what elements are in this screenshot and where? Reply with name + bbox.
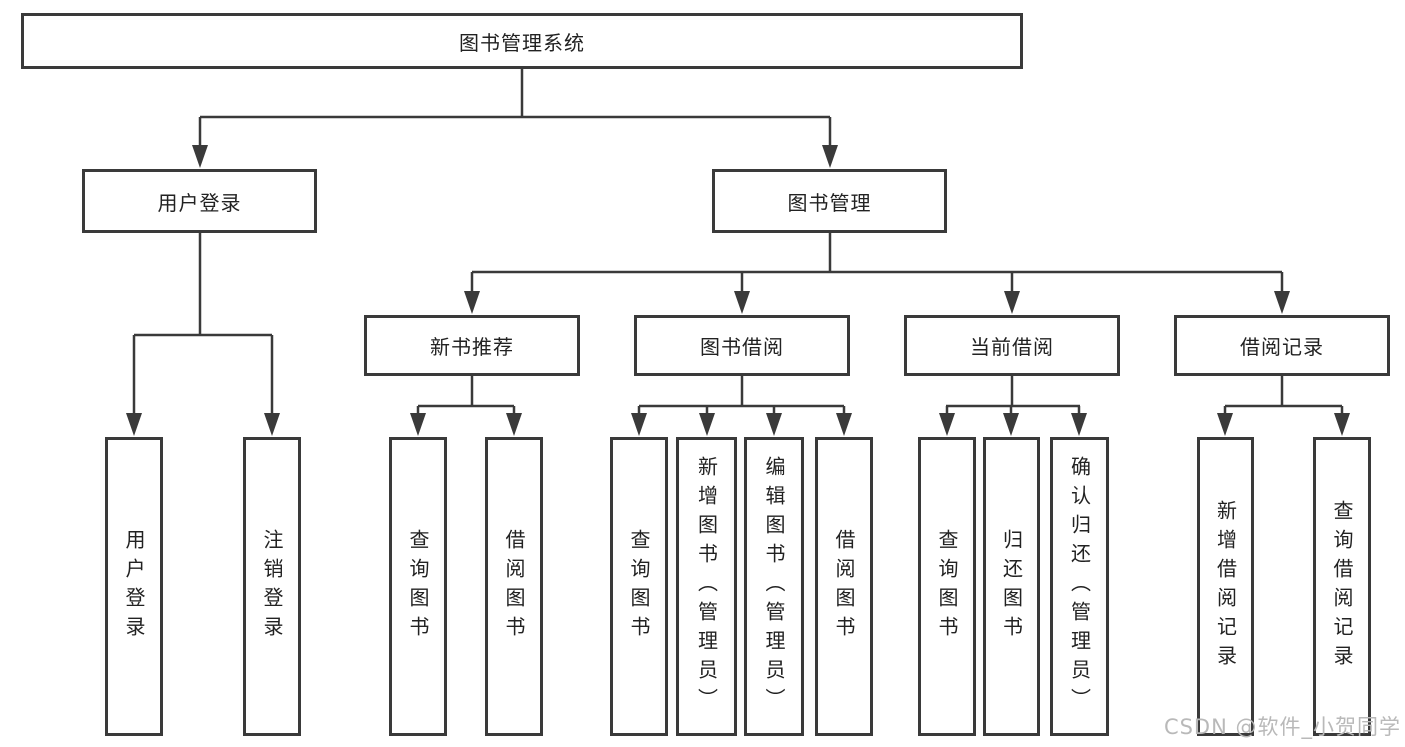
node-br-query-record: 查询借阅记录 <box>1313 437 1371 736</box>
node-nb-borrow-books: 借阅图书 <box>485 437 543 736</box>
node-root: 图书管理系统 <box>21 13 1023 69</box>
node-login-label: 用户登录 <box>122 528 146 645</box>
node-book-mgmt: 图书管理 <box>712 169 947 233</box>
node-book-mgmt-label: 图书管理 <box>787 190 872 215</box>
node-cb-return-books: 归还图书 <box>983 437 1040 736</box>
node-logout-label: 注销登录 <box>260 528 284 645</box>
node-logout: 注销登录 <box>243 437 301 736</box>
node-bb-query-books: 查询图书 <box>610 437 668 736</box>
node-cb-return-books-label: 归还图书 <box>999 528 1024 645</box>
node-cb-query-books-label: 查询图书 <box>935 528 959 645</box>
node-nb-query-books-label: 查询图书 <box>406 528 430 645</box>
node-current-borrow-label: 当前借阅 <box>970 335 1054 359</box>
node-br-add-record: 新增借阅记录 <box>1197 437 1254 736</box>
node-book-borrow: 图书借阅 <box>634 315 850 376</box>
node-user-login-label: 用户登录 <box>157 190 242 215</box>
node-nb-query-books: 查询图书 <box>389 437 447 736</box>
node-new-book-rec-label: 新书推荐 <box>430 335 514 359</box>
node-br-add-record-label: 新增借阅记录 <box>1213 499 1238 674</box>
node-br-query-record-label: 查询借阅记录 <box>1330 499 1354 674</box>
node-bb-add-books-label: 新增图书（管理员） <box>694 456 719 717</box>
node-user-login: 用户登录 <box>82 169 317 233</box>
node-bb-borrow-books: 借阅图书 <box>815 437 873 736</box>
node-book-borrow-label: 图书借阅 <box>700 335 784 359</box>
watermark: CSDN @软件_小贺同学 <box>1163 715 1401 739</box>
node-borrow-records-label: 借阅记录 <box>1240 335 1324 359</box>
node-bb-borrow-books-label: 借阅图书 <box>832 528 856 645</box>
node-nb-borrow-books-label: 借阅图书 <box>502 528 526 645</box>
node-new-book-rec: 新书推荐 <box>364 315 580 376</box>
node-cb-confirm-return: 确认归还（管理员） <box>1050 437 1109 736</box>
node-cb-query-books: 查询图书 <box>918 437 976 736</box>
node-current-borrow: 当前借阅 <box>904 315 1120 376</box>
node-bb-edit-books: 编辑图书（管理员） <box>744 437 804 736</box>
node-root-label: 图书管理系统 <box>459 30 585 55</box>
node-borrow-records: 借阅记录 <box>1174 315 1390 376</box>
node-bb-edit-books-label: 编辑图书（管理员） <box>762 456 786 717</box>
node-bb-query-books-label: 查询图书 <box>627 528 651 645</box>
connector-lines <box>132 69 1344 418</box>
node-cb-confirm-return-label: 确认归还（管理员） <box>1067 456 1092 717</box>
node-bb-add-books: 新增图书（管理员） <box>676 437 737 736</box>
node-login: 用户登录 <box>105 437 163 736</box>
